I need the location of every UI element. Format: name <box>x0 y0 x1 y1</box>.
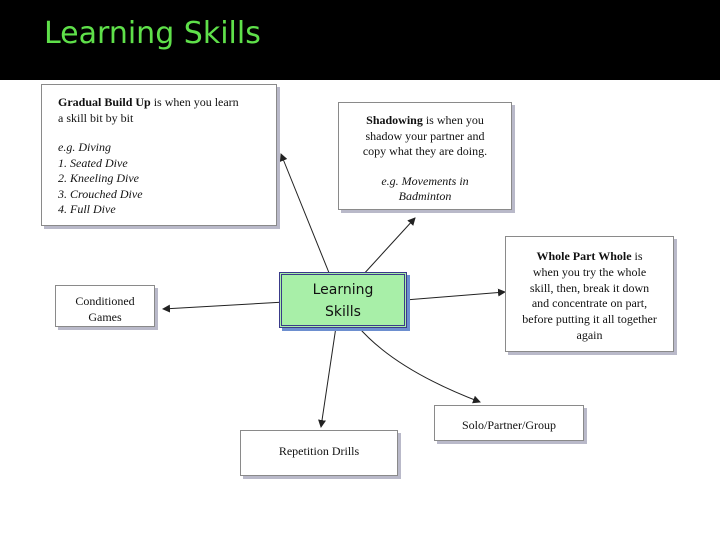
gradual-example-label: e.g. Diving <box>58 140 111 154</box>
page-title: Learning Skills <box>44 16 261 51</box>
wpw-line-4: before putting it all together <box>522 312 657 327</box>
repetition-drills-box: Repetition Drills <box>240 430 398 476</box>
gradual-item-4: 4. Full Dive <box>58 202 116 216</box>
conditioned-games-box: Conditioned Games <box>55 285 155 327</box>
central-learning-skills-node: Learning Skills <box>279 272 407 328</box>
title-bar: Learning Skills <box>0 0 720 80</box>
shadowing-box: Shadowing is when you shadow your partne… <box>338 102 512 210</box>
shadowing-example-2: Badminton <box>398 189 452 203</box>
gradual-desc-2: a skill bit by bit <box>58 110 134 125</box>
wpw-term: Whole Part Whole <box>536 249 632 263</box>
shadowing-term: Shadowing <box>366 113 423 127</box>
gradual-item-1: 1. Seated Dive <box>58 155 128 170</box>
wpw-line-3: and concentrate on part, <box>531 296 648 311</box>
gradual-item-3: 3. Crouched Dive <box>58 186 143 201</box>
wpw-line-1: when you try the whole <box>532 264 647 279</box>
gradual-build-up-box: Gradual Build Up is when you learn a ski… <box>41 84 277 226</box>
whole-part-whole-box: Whole Part Whole is when you try the who… <box>505 236 674 352</box>
wpw-line-2: skill, then, break it down <box>529 280 650 295</box>
solo-partner-group-box: Solo/Partner/Group <box>434 405 584 441</box>
solo-label: Solo/Partner/Group <box>462 418 556 432</box>
gradual-item-2: 2. Kneeling Dive <box>58 171 139 185</box>
gradual-term: Gradual Build Up <box>58 95 151 109</box>
wpw-line-5: again <box>576 327 603 342</box>
gradual-desc-1: is when you learn <box>150 95 239 109</box>
shadowing-example-1: e.g. Movements in <box>381 173 469 188</box>
wpw-desc-1: is <box>631 249 643 263</box>
central-line-2: Skills <box>325 304 361 320</box>
central-line-1: Learning <box>312 282 374 298</box>
conditioned-line-2: Games <box>88 309 122 324</box>
repetition-label: Repetition Drills <box>278 444 360 458</box>
conditioned-line-1: Conditioned <box>75 294 135 308</box>
shadowing-desc-2: shadow your partner and <box>365 128 485 143</box>
shadowing-desc-1: is when you <box>422 113 484 127</box>
shadowing-desc-3: copy what they are doing. <box>362 144 488 158</box>
